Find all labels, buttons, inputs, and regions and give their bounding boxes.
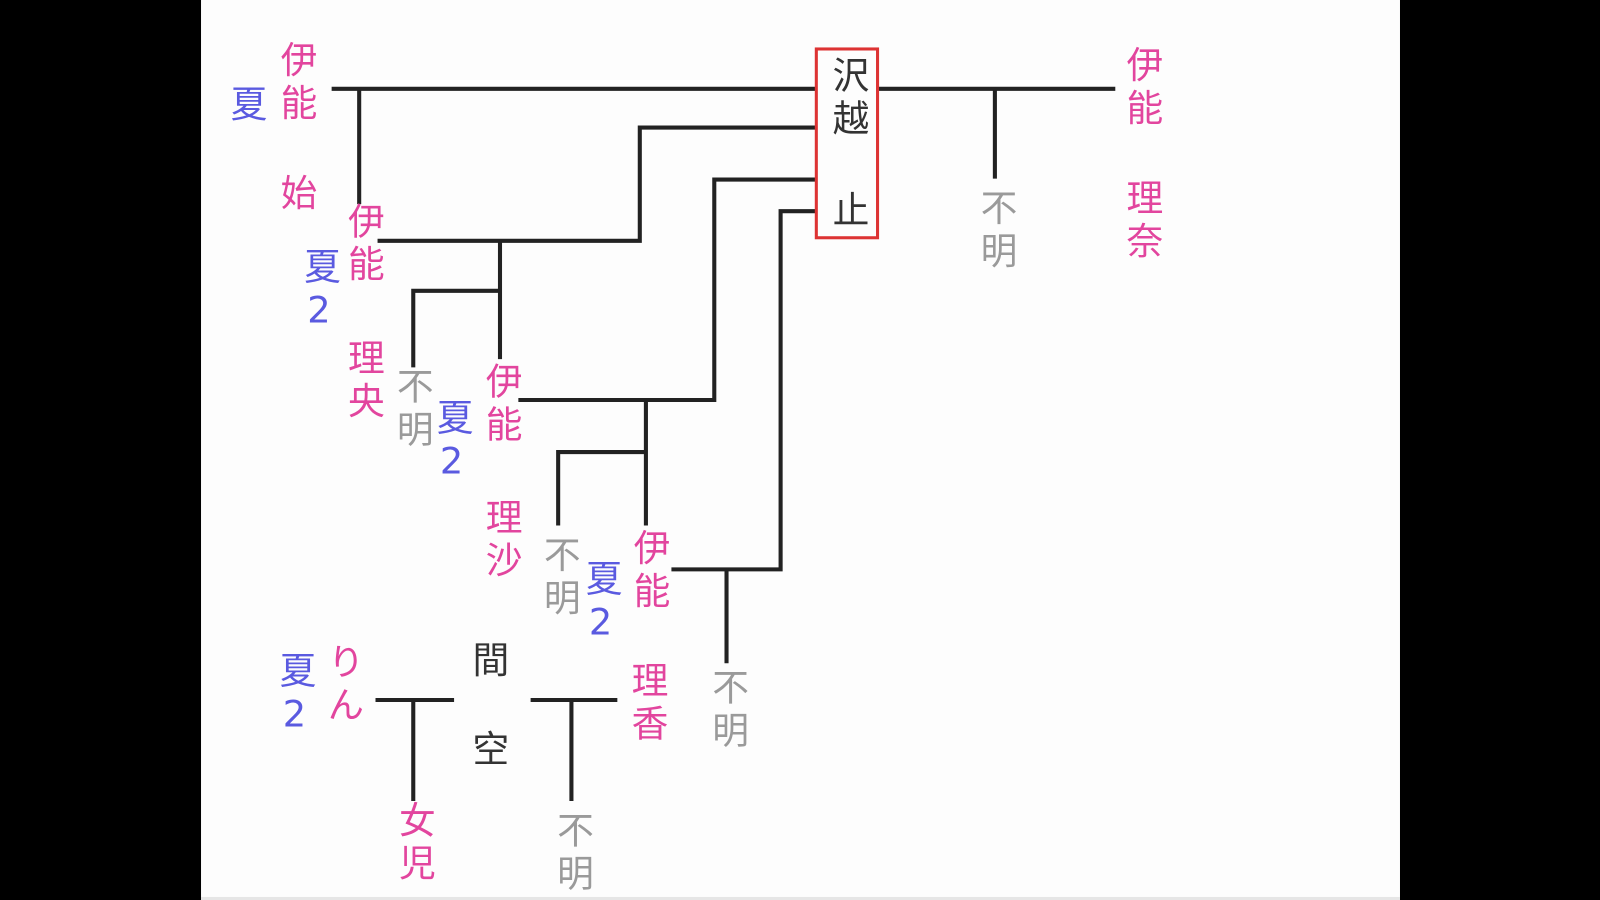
person-ino-gen2: 伊能 <box>341 202 384 288</box>
affair-line-gen2 <box>377 125 817 243</box>
person-unknown-gen4: 不明 <box>706 668 748 755</box>
affair-line-gen4 <box>671 209 817 572</box>
sibling-line-gen4 <box>556 449 646 526</box>
person-natsu2-rin: 夏2 <box>273 651 316 742</box>
affair-line-gen3 <box>518 177 817 403</box>
person-rika: 理香 <box>625 661 668 747</box>
person-hazama: 間 <box>466 640 509 684</box>
person-sora: 空 <box>466 729 509 773</box>
person-rin: りん <box>321 642 364 729</box>
person-unknown-top: 不明 <box>974 188 1017 275</box>
person-ino-top-left: 伊能 <box>274 40 317 127</box>
person-unknown-gen2: 不明 <box>390 367 433 454</box>
person-unknown-bottom: 不明 <box>551 811 593 897</box>
highlight-box-sawagoe <box>814 47 880 240</box>
person-natsu-top: 夏 <box>224 84 267 128</box>
person-natsu2-gen4: 夏2 <box>579 559 622 650</box>
person-hajime: 始 <box>274 173 317 217</box>
person-natsu2-gen3: 夏2 <box>430 397 473 489</box>
person-rio: 理央 <box>341 338 384 425</box>
person-ino-gen3: 伊能 <box>479 362 522 448</box>
person-natsu2-gen2: 夏2 <box>297 246 340 338</box>
person-unknown-gen3: 不明 <box>537 535 580 622</box>
person-sawagoe-given: 止 <box>826 190 869 234</box>
person-risa: 理沙 <box>479 497 522 584</box>
diagram-canvas <box>201 0 1400 900</box>
person-sawagoe-family: 沢越 <box>826 56 869 142</box>
person-rina: 理奈 <box>1120 178 1163 265</box>
person-jouji: 女児 <box>392 801 435 887</box>
person-ino-top-right: 伊能 <box>1120 45 1163 132</box>
person-ino-gen4: 伊能 <box>627 528 670 615</box>
sibling-line-gen3 <box>411 288 500 368</box>
